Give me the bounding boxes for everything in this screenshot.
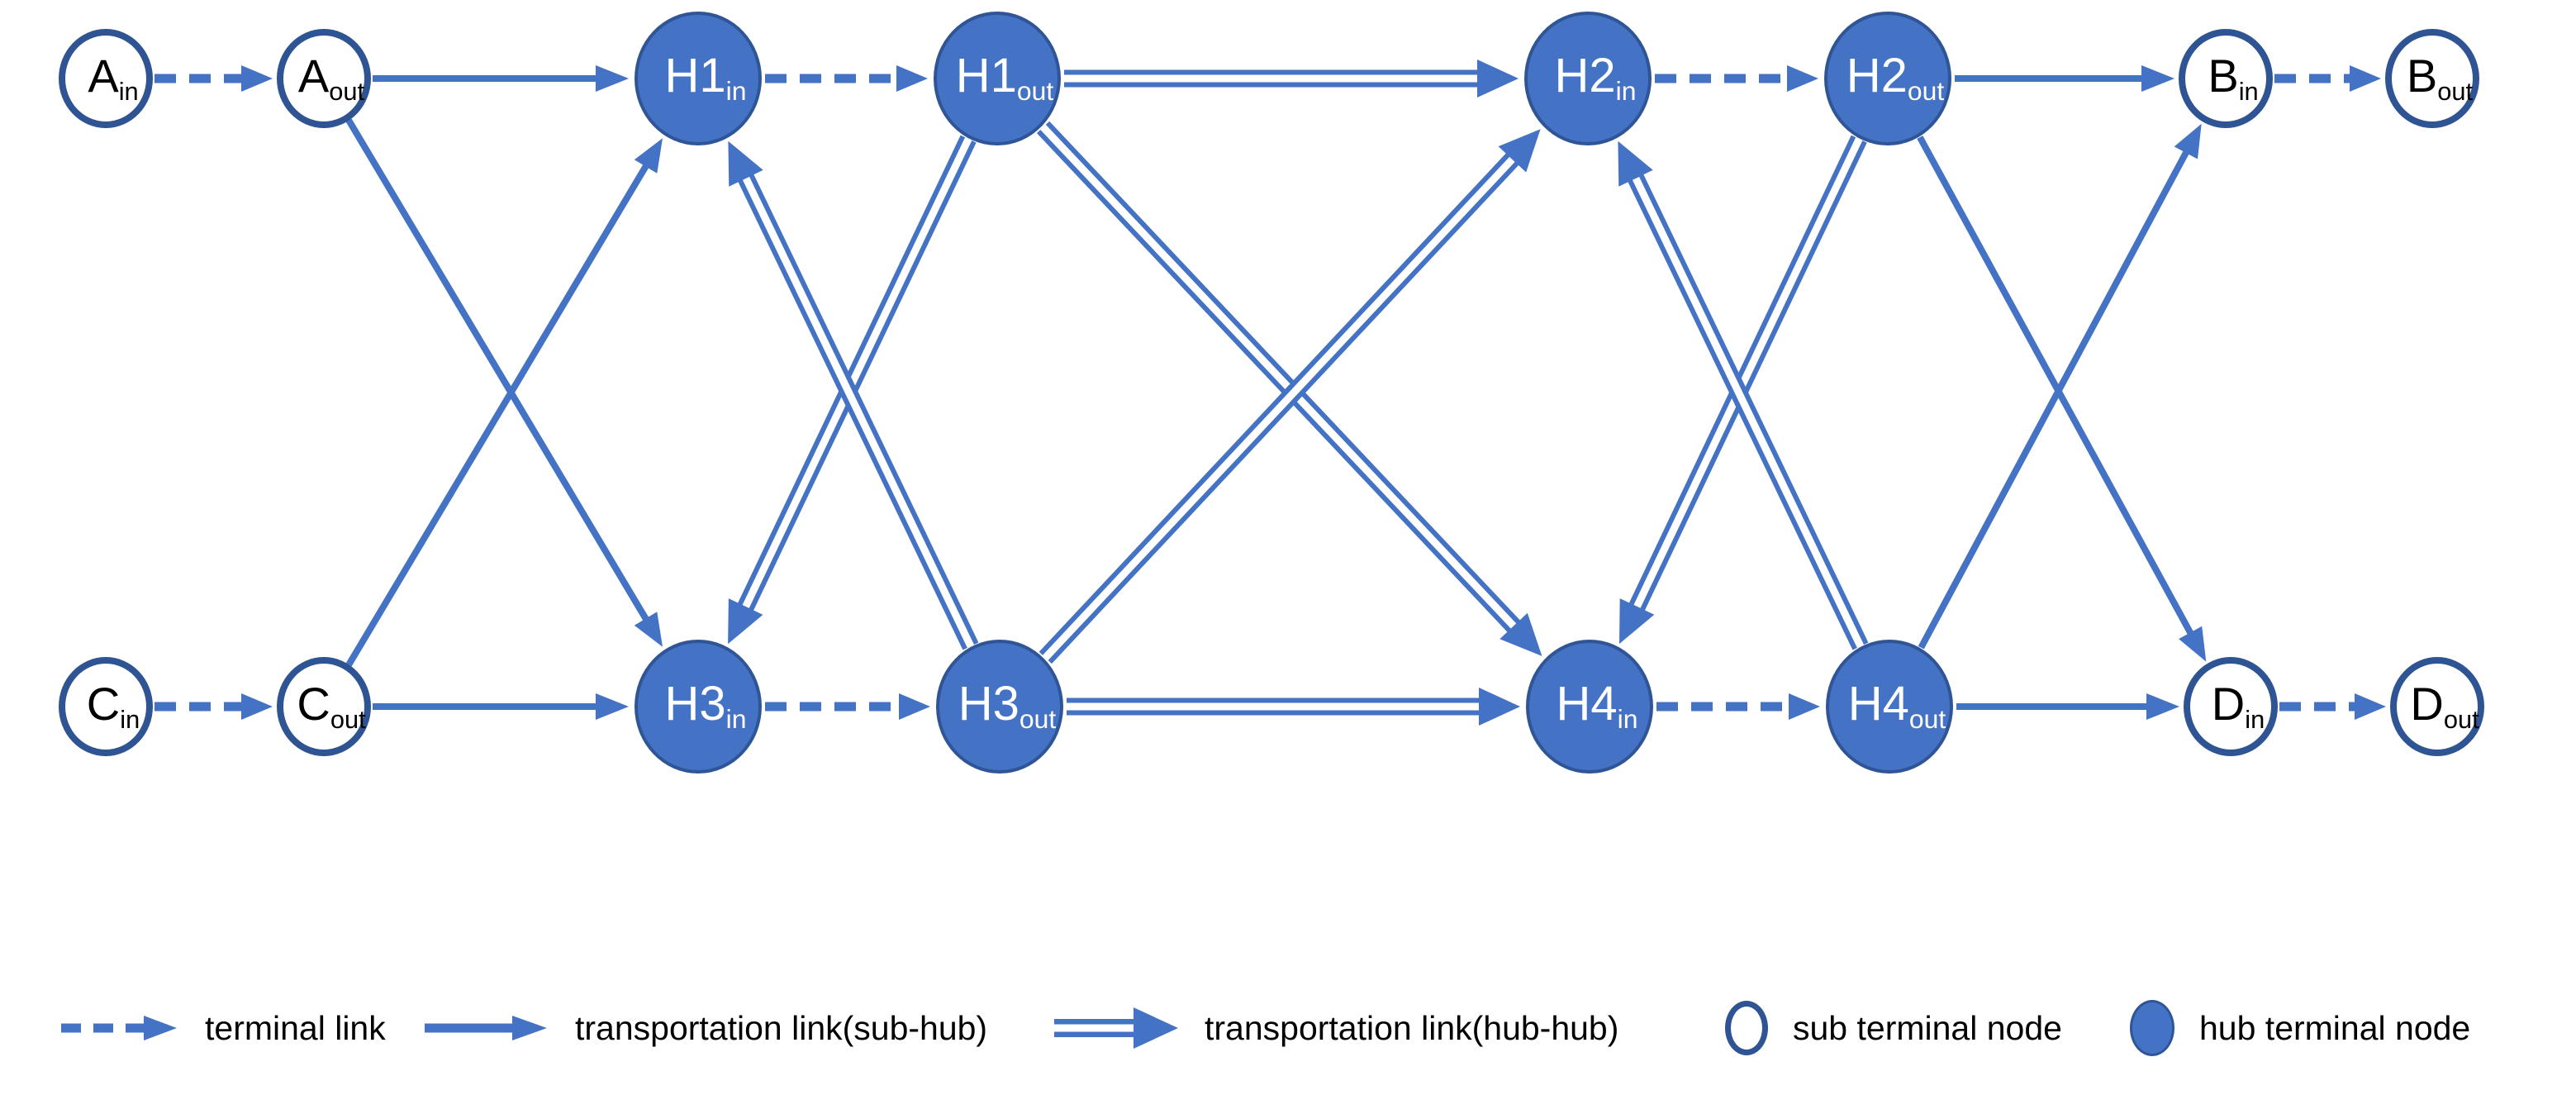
node-h3-in[interactable]: H3in <box>634 640 762 774</box>
legend-label: transportation link(sub-hub) <box>575 1008 988 1047</box>
node-label: H4out <box>1847 676 1946 735</box>
node-h2-out[interactable]: H2out <box>1824 12 1951 145</box>
node-d-in[interactable]: Din <box>2184 657 2278 756</box>
legend-item-hub-hub-link: transportation link(hub-hub) <box>1051 990 1618 1066</box>
node-label: H3in <box>664 676 747 735</box>
sub-terminal-node-icon <box>1725 1001 1768 1055</box>
node-b-in[interactable]: Bin <box>2179 29 2273 128</box>
node-label: Dout <box>2410 677 2479 734</box>
node-label: H3out <box>958 676 1057 735</box>
legend-item-hub-terminal-node: hub terminal node <box>2130 990 2470 1066</box>
node-label: H2in <box>1554 48 1637 107</box>
node-c-out[interactable]: Cout <box>277 657 371 756</box>
hub-terminal-node-icon <box>2130 1000 2174 1056</box>
node-a-in[interactable]: Ain <box>59 29 153 128</box>
node-label: Din <box>2211 677 2265 734</box>
node-label: H2out <box>1846 48 1945 107</box>
node-h3-out[interactable]: H3out <box>936 640 1063 774</box>
node-c-in[interactable]: Cin <box>59 657 153 756</box>
node-h4-out[interactable]: H4out <box>1826 640 1953 774</box>
legend-item-sub-terminal-node: sub terminal node <box>1725 990 2062 1066</box>
node-h2-in[interactable]: H2in <box>1524 12 1652 145</box>
node-d-out[interactable]: Dout <box>2390 657 2484 756</box>
solid-arrow-icon <box>425 1016 547 1040</box>
node-label: Cin <box>86 677 140 734</box>
node-label: Bout <box>2406 49 2474 106</box>
node-h1-in[interactable]: H1in <box>634 12 762 145</box>
node-label: Bin <box>2208 49 2259 106</box>
legend-item-sub-hub-link: transportation link(sub-hub) <box>421 990 987 1066</box>
node-label: H1out <box>955 48 1054 107</box>
node-label: H1in <box>664 48 747 107</box>
node-label: H4in <box>1556 676 1638 735</box>
legend-label: sub terminal node <box>1793 1008 2062 1047</box>
legend-item-terminal-link: terminal link <box>58 990 386 1066</box>
node-label: Ain <box>88 49 139 106</box>
dashed-arrow-icon <box>61 1016 177 1040</box>
legend-label: transportation link(hub-hub) <box>1205 1008 1619 1047</box>
node-h4-in[interactable]: H4in <box>1526 640 1653 774</box>
node-label: Cout <box>297 677 366 734</box>
node-b-out[interactable]: Bout <box>2385 29 2479 128</box>
node-label: Aout <box>297 49 365 106</box>
legend-label: terminal link <box>205 1008 386 1047</box>
legend-label: hub terminal node <box>2199 1008 2471 1047</box>
node-a-out[interactable]: Aout <box>277 29 371 128</box>
double-arrow-icon <box>1054 1007 1178 1049</box>
node-h1-out[interactable]: H1out <box>934 12 1061 145</box>
